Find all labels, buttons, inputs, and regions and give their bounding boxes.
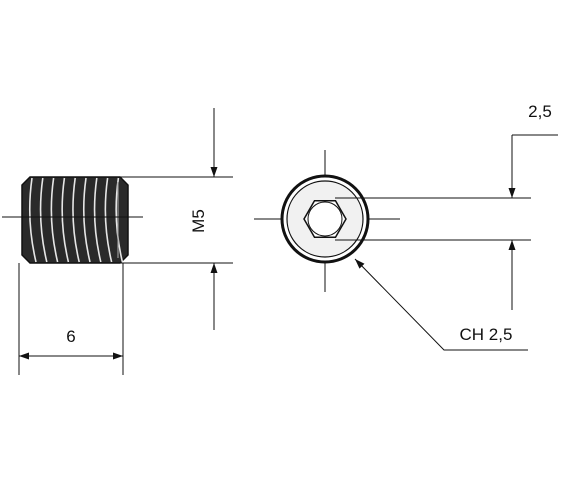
length-label: 6 [66, 327, 75, 346]
thread-crest [72, 177, 80, 263]
end-view: 2,5 CH 2,5 [254, 102, 558, 351]
thread-crest [39, 177, 48, 263]
hex-key-leader [354, 258, 528, 351]
hex-key-size-label: CH 2,5 [460, 325, 513, 344]
thread-crest [115, 177, 124, 263]
thread-crest [28, 177, 37, 263]
thread-crest [61, 177, 70, 263]
hex-socket-bore [307, 201, 343, 237]
thread-crest [104, 177, 113, 263]
thread-size-label: M5 [189, 209, 208, 233]
side-view: M5 6 [2, 108, 233, 375]
hex-socket [303, 200, 347, 238]
thread-crest [82, 177, 91, 263]
thread-crest [93, 177, 102, 263]
socket-depth-label: 2,5 [528, 102, 552, 121]
screw-thread-body [21, 176, 129, 264]
thread-crest [50, 177, 59, 263]
